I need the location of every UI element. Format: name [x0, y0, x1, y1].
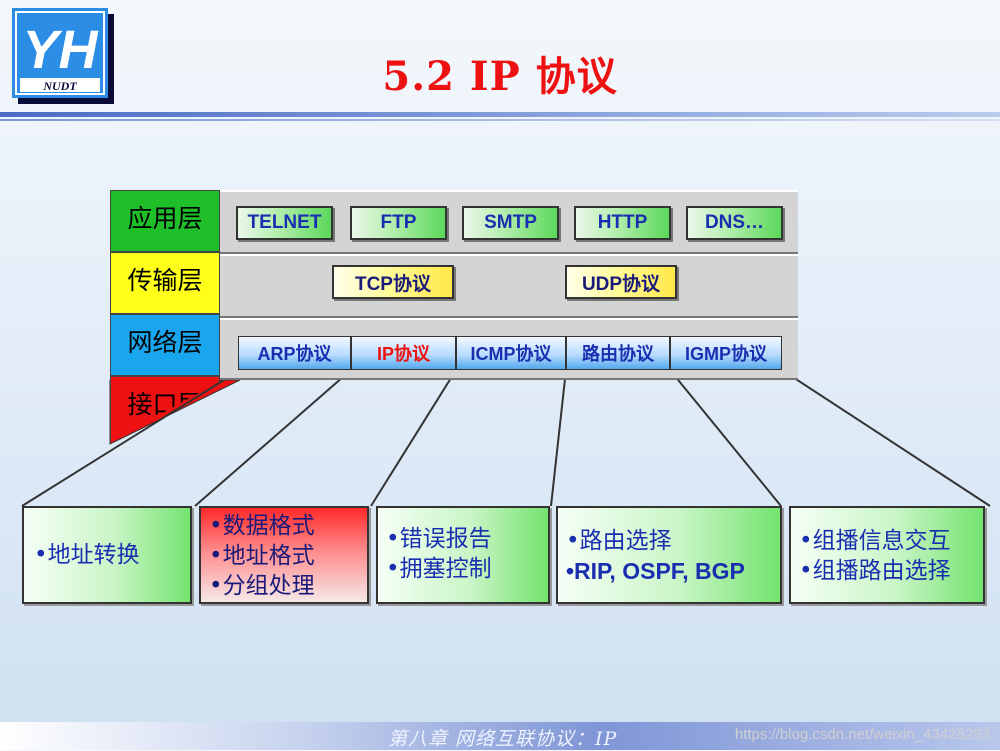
page-title: 5.2 IP 协议: [382, 53, 618, 100]
detail-line: •地址格式: [209, 543, 315, 569]
layer-transport: 传输层: [110, 252, 220, 314]
detail-line: •地址转换: [34, 542, 140, 568]
detail-line: •RIP, OSPF, BGP: [566, 558, 745, 584]
logo-letters: YH: [22, 20, 98, 80]
protocol-ip: IP协议: [351, 336, 456, 370]
detail-line: •组播路由选择: [799, 558, 951, 584]
detail-ip: •数据格式 •地址格式 •分组处理: [199, 506, 369, 604]
detail-icmp: •错误报告 •拥塞控制: [376, 506, 550, 604]
protocol-smtp: SMTP: [462, 206, 559, 240]
funnel-line: [194, 369, 352, 507]
protocol-arp: ARP协议: [238, 336, 351, 370]
layer-network: 网络层: [110, 314, 220, 376]
protocol-telnet: TELNET: [236, 206, 333, 240]
protocol-udp: UDP协议: [565, 265, 677, 299]
funnel-line: [21, 369, 241, 507]
protocol-dns: DNS…: [686, 206, 783, 240]
layer-application: 应用层: [110, 190, 220, 252]
detail-arp: •地址转换: [22, 506, 192, 604]
detail-line: •数据格式: [209, 513, 315, 539]
protocol-routing: 路由协议: [566, 336, 670, 370]
header-rule: [0, 112, 1000, 117]
protocol-icmp: ICMP协议: [456, 336, 566, 370]
detail-line: •分组处理: [209, 573, 315, 599]
protocol-ftp: FTP: [350, 206, 447, 240]
logo-subtext: NUDT: [42, 79, 77, 93]
detail-line: •组播信息交互: [799, 528, 951, 554]
watermark: https://blog.csdn.net/weixin_43428283: [734, 726, 990, 743]
footer-bar: 第八章 网络互联协议：IP https://blog.csdn.net/weix…: [0, 722, 1000, 750]
detail-line: •错误报告: [386, 526, 492, 552]
funnel-line: [550, 369, 567, 507]
header-rule-thin: [0, 119, 1000, 121]
protocol-http: HTTP: [574, 206, 671, 240]
protocol-igmp: IGMP协议: [670, 336, 782, 370]
nudt-logo: YH NUDT: [12, 8, 114, 104]
footer-text: 第八章 网络互联协议：IP: [388, 728, 618, 750]
detail-igmp: •组播信息交互 •组播路由选择: [789, 506, 985, 604]
detail-routing: •路由选择 •RIP, OSPF, BGP: [556, 506, 782, 604]
detail-line: •路由选择: [566, 528, 672, 554]
transport-band: [220, 254, 798, 318]
funnel-line: [781, 369, 991, 507]
funnel-line: [669, 369, 782, 507]
protocol-tcp: TCP协议: [332, 265, 454, 299]
funnel-line: [370, 369, 457, 507]
detail-line: •拥塞控制: [386, 556, 492, 582]
